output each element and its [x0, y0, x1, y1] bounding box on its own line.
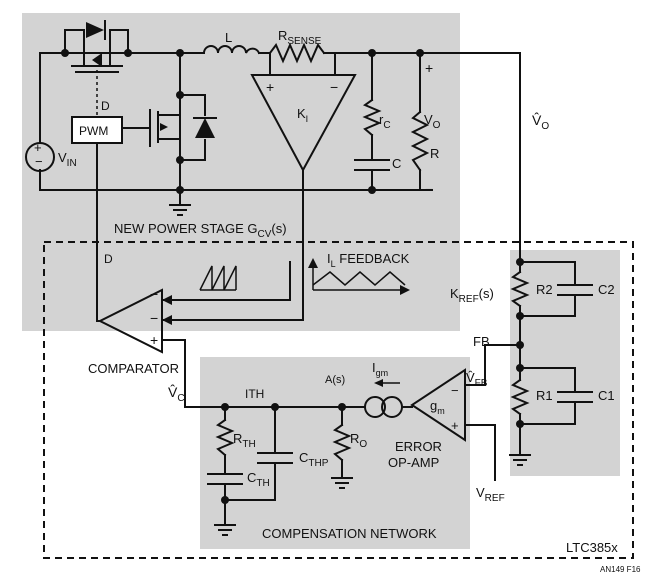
vref-label: VREF [476, 485, 505, 504]
err-plus: + [451, 418, 459, 433]
gm-current-source [364, 379, 413, 418]
power-stage-panel [22, 13, 460, 331]
pwm-block [71, 116, 123, 144]
input-source [25, 142, 55, 172]
compensation-network-title: COMPENSATION NETWORK [262, 526, 437, 541]
kref-label: KREF(s) [450, 286, 494, 305]
power-stage-wiring [39, 29, 521, 321]
err-minus: − [451, 383, 459, 398]
cth-label: CTH [247, 470, 270, 489]
low-side-mosfet-arrow [160, 123, 168, 131]
esr-resistor [362, 98, 382, 137]
ro-label: RO [350, 431, 367, 450]
rsense-label: RSENSE [278, 28, 322, 47]
as-label: A(s) [325, 374, 345, 386]
error-amp-label-1: ERROR [395, 439, 442, 454]
load-resistor [410, 110, 430, 172]
rth-label: RTH [233, 431, 256, 450]
vin-plus-label: + [34, 140, 42, 155]
sawtooth-waveform-icon [199, 265, 237, 291]
r2-label: R2 [536, 282, 553, 297]
il-feedback-label: IL FEEDBACK [327, 251, 410, 269]
figure-code: AN149 F16 [600, 565, 641, 574]
feedback-divider [509, 258, 593, 466]
vc-hat-label: V̂C [168, 384, 185, 404]
pwm-label: PWM [79, 124, 108, 138]
comp-minus-top: − [150, 286, 158, 302]
vo-hat-label: V̂O [532, 112, 549, 132]
chip-label: LTC385x [566, 540, 618, 555]
compensation-wiring [184, 403, 366, 536]
inductor-label: L [225, 30, 232, 45]
vo-minus-label: − [425, 181, 433, 197]
vin-minus-label: − [35, 154, 43, 169]
fb-label: FB [473, 334, 490, 349]
comp-minus-bottom: − [150, 310, 158, 326]
ki-minus-label: − [330, 79, 338, 95]
vo-plus-label: + [425, 60, 433, 76]
freewheel-diode [193, 117, 217, 138]
feedback-divider-panel [510, 250, 620, 476]
c2-label: C2 [598, 282, 615, 297]
labels: L RSENSE + − KI rC C + VO R − + − VIN D … [34, 28, 641, 574]
c-label: C [392, 156, 401, 171]
ki-plus-label: + [266, 79, 274, 95]
ltc385x-boundary [43, 241, 634, 559]
ki-label: KI [297, 106, 308, 124]
vo-label: VO [424, 112, 441, 131]
cthp-label: CTHP [299, 450, 329, 469]
vin-label: VIN [58, 150, 77, 169]
inductor [202, 45, 261, 55]
r-load-label: R [430, 146, 439, 161]
c1-label: C1 [598, 388, 615, 403]
sense-resistor [268, 42, 326, 64]
igm-label: Igm [372, 360, 388, 378]
comparator [96, 261, 304, 408]
high-side-mosfet [71, 20, 123, 73]
error-amplifier [410, 344, 521, 481]
comp-plus: + [150, 332, 158, 348]
vfb-hat-label: V̂FB [466, 370, 488, 389]
d-lower-label: D [104, 252, 113, 266]
comparator-label: COMPARATOR [88, 361, 179, 376]
rc-label: rC [379, 112, 391, 131]
r1-label: R1 [536, 388, 553, 403]
il-feedback-waveform-icon [308, 258, 410, 295]
power-stage-title: NEW POWER STAGE GCV(s) [114, 221, 287, 240]
gm-label: gm [430, 398, 445, 416]
d-top-label: D [101, 99, 110, 113]
ith-label: ITH [245, 387, 264, 401]
current-sense-amp [250, 74, 357, 173]
error-amp-label-2: OP-AMP [388, 455, 439, 470]
